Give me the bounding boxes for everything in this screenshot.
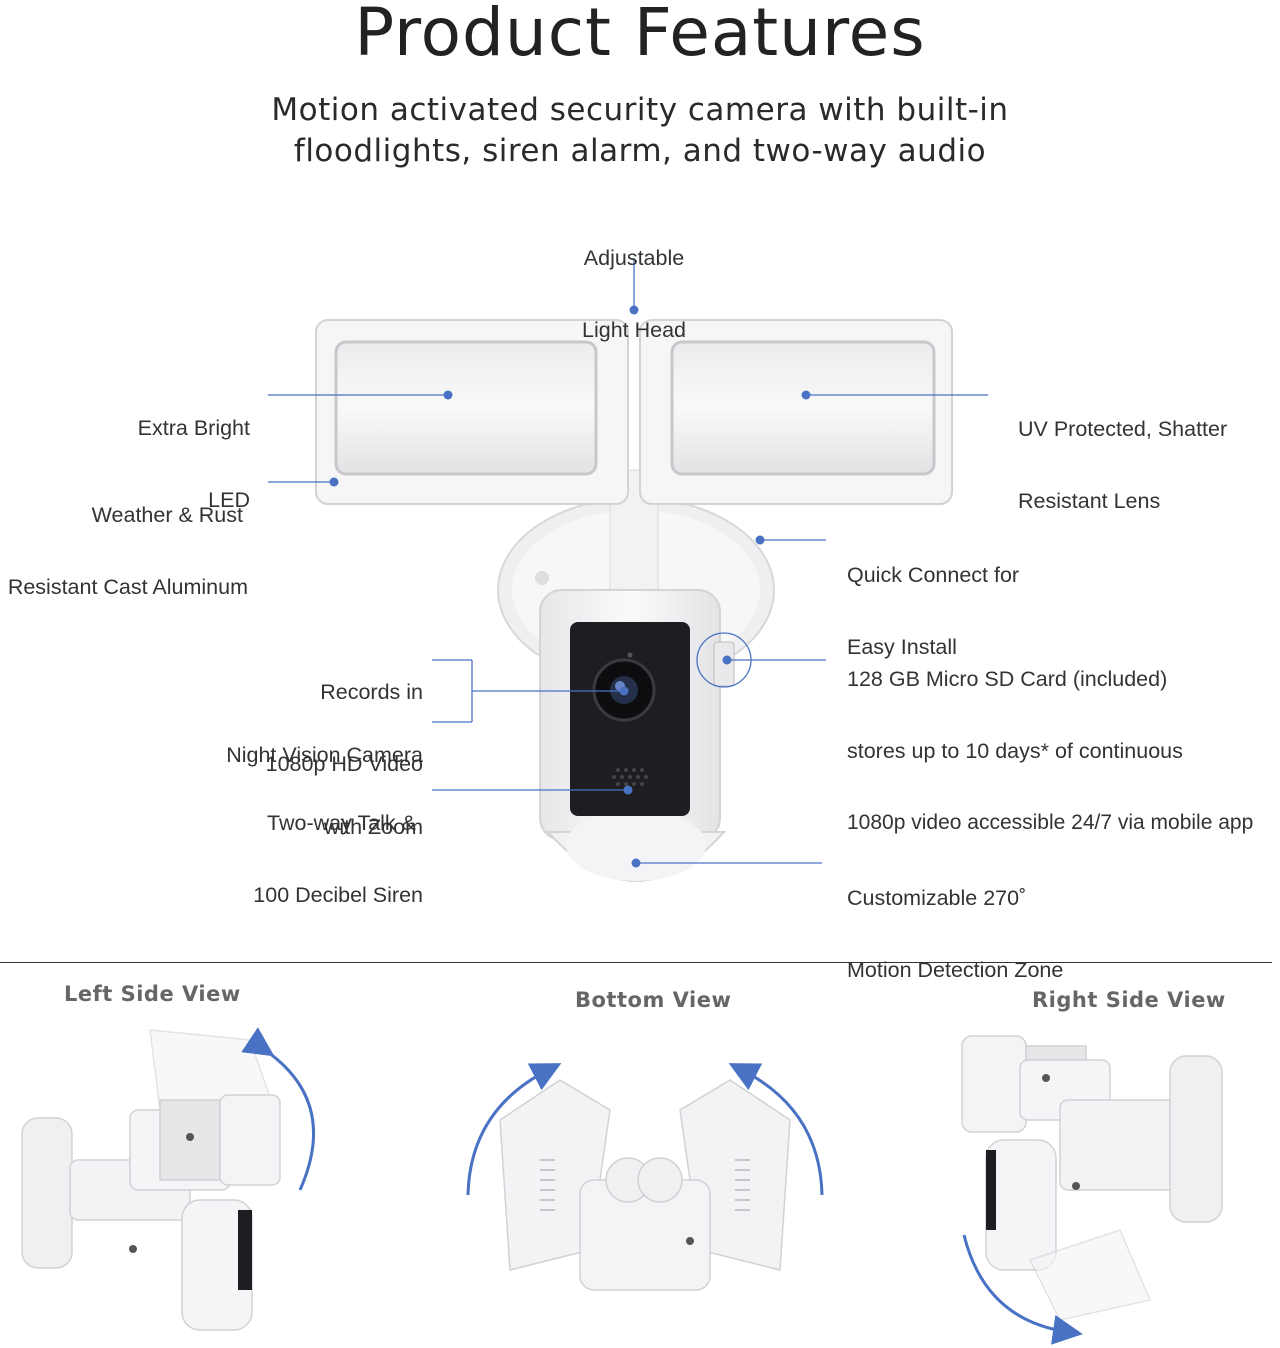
bottom-view-image [499, 1079, 791, 1291]
callout-two-way-talk: Two-way Talk & 100 Decibel Siren [180, 763, 423, 955]
callout-uv-lens-line1: UV Protected, Shatter [1018, 417, 1228, 441]
left-floodlight [315, 319, 629, 505]
callout-extra-bright-led: Extra Bright LED [0, 368, 250, 560]
callout-motion-zone-line1: Customizable 270˚ [847, 886, 1027, 910]
rotate-arrow-bottom-left [466, 1063, 562, 1196]
subtitle-line-2: floodlights, siren alarm, and two-way au… [293, 133, 987, 169]
callout-sd-card: 128 GB Micro SD Card (included) stores u… [847, 619, 1277, 883]
callout-quick-connect-line1: Quick Connect for [847, 563, 1020, 587]
section-divider [0, 962, 1272, 963]
right-side-view-image [961, 1035, 1223, 1321]
callout-records-hd-line2: 1080p HD Video [265, 752, 423, 776]
callout-records-hd: Records in 1080p HD Video [180, 632, 423, 824]
callout-lines [268, 258, 988, 864]
left-side-view-image [21, 1029, 281, 1331]
right-side-view-title: Right Side View [1032, 988, 1226, 1012]
callout-night-vision-line1: Night Vision Camera [226, 743, 423, 767]
callout-two-way-talk-line1: Two-way Talk & [267, 811, 416, 835]
left-side-view-title: Left Side View [64, 982, 241, 1006]
callout-uv-lens: UV Protected, Shatter Resistant Lens [1018, 369, 1278, 561]
callout-night-vision: Night Vision Camera with Zoom [180, 695, 423, 887]
callout-sd-card-line3: 1080p video accessible 24/7 via mobile a… [847, 811, 1254, 834]
rotate-arrow-bottom-right [728, 1063, 824, 1196]
callout-sd-card-line1: 128 GB Micro SD Card (included) [847, 667, 1168, 691]
callout-records-hd-line1: Records in [320, 680, 423, 704]
callout-extra-bright-led-line1: Extra Bright [137, 416, 250, 440]
callout-adjustable-head: Adjustable Light Head [534, 198, 734, 390]
callout-weather-rust-line1: Weather & Rust [91, 503, 243, 527]
callout-two-way-talk-line2: 100 Decibel Siren [253, 883, 423, 907]
callout-weather-rust-line2: Resistant Cast Aluminum [7, 575, 248, 599]
callout-night-vision-line2: with Zoom [323, 815, 423, 839]
rotate-arrow-right-view [962, 1234, 1083, 1345]
subtitle-line-1: Motion activated security camera with bu… [271, 92, 1009, 128]
callout-adjustable-head-line2: Light Head [582, 318, 686, 342]
bottom-view-title: Bottom View [575, 988, 732, 1012]
callout-dots [329, 305, 811, 868]
callout-sd-card-line2: stores up to 10 days* of continuous [847, 739, 1183, 763]
callout-quick-connect: Quick Connect for Easy Install [847, 515, 1107, 707]
callout-uv-lens-line2: Resistant Lens [1018, 489, 1161, 513]
callout-weather-rust: Weather & Rust Resistant Cast Aluminum [0, 455, 248, 647]
callout-quick-connect-line2: Easy Install [847, 635, 957, 659]
camera-illustration [268, 258, 988, 882]
callout-extra-bright-led-line2: LED [208, 488, 250, 512]
callout-adjustable-head-line1: Adjustable [583, 246, 685, 270]
rotate-arrow-left-view [241, 1027, 316, 1191]
page-title: Product Features [354, 0, 926, 71]
right-floodlight [639, 319, 953, 505]
